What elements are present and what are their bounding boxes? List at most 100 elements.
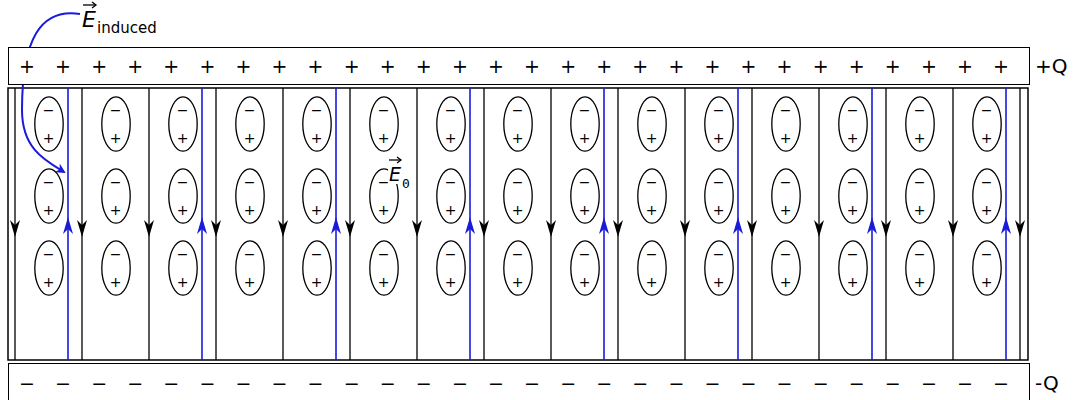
dipole-charge: + [43,203,55,217]
dipole-ellipse: −+ [101,96,131,152]
dipole-charge: − [177,247,189,261]
dipole-charge: + [244,203,256,217]
dipole-ellipse: −+ [235,96,265,152]
dipole-ellipse: −+ [168,96,198,152]
field-line [14,88,15,360]
capacitor-plate: + + + + + + + + + + + + + + + + + + + + … [8,47,1030,85]
dipole-charge: + [981,275,993,289]
field-symbol: E [388,165,402,184]
dipole-charge: + [43,275,55,289]
field-arrowhead [546,220,556,237]
dipole-charge: − [579,103,591,117]
dipole-charge: + [914,275,926,289]
dipole-charge: + [646,275,658,289]
dipole-charge: + [847,203,859,217]
dipole-charge: + [311,131,323,145]
dipole-charge: − [311,247,323,261]
dipole-charge: + [512,275,524,289]
dipole-charge: − [43,175,55,189]
dipole-charge: − [445,103,457,117]
induced-arrowhead [465,217,475,234]
dipole-charge: − [43,103,55,117]
dipole-charge: − [713,247,725,261]
dipole-ellipse: −+ [905,168,935,224]
dipole-ellipse: −+ [704,168,734,224]
field-arrowhead [412,220,422,237]
dipole-charge: − [43,247,55,261]
dipole-charge: + [981,131,993,145]
dipole-ellipse: −+ [771,96,801,152]
field-line [751,88,752,360]
dipole-ellipse: −+ [302,96,332,152]
dipole-charge: − [110,175,122,189]
field-arrowhead [278,220,288,237]
dipole-ellipse: −+ [369,240,399,296]
dipole-charge: − [244,103,256,117]
dipole-ellipse: −+ [771,168,801,224]
dipole-charge: − [512,103,524,117]
charge-label: -Q [1035,373,1059,393]
field-line [349,88,350,360]
dielectric-region [8,88,1028,360]
dipole-charge: − [512,247,524,261]
dipole-ellipse: −+ [302,240,332,296]
dipole-charge: − [177,175,189,189]
dipole-ellipse: −+ [637,96,667,152]
dipole-charge: + [579,275,591,289]
dipole-charge: − [780,175,792,189]
field-arrowhead [10,220,20,237]
dipole-charge: + [311,203,323,217]
dipole-charge: + [177,203,189,217]
dipole-charge: − [512,175,524,189]
field-arrowhead [747,220,757,237]
dipole-charge: + [110,203,122,217]
dipole-charge: − [378,103,390,117]
dipole-ellipse: −+ [168,240,198,296]
dipole-ellipse: −+ [838,168,868,224]
induced-arrowhead [599,217,609,234]
induced-arrowhead [1001,217,1011,234]
field-arrowhead [144,220,154,237]
dipole-ellipse: −+ [34,240,64,296]
field-line [684,88,685,360]
dipole-charge: − [646,247,658,261]
dipole-ellipse: −+ [436,168,466,224]
dipole-ellipse: −+ [34,168,64,224]
field-line [282,88,283,360]
dipole-ellipse: −+ [168,168,198,224]
dipole-ellipse: −+ [101,168,131,224]
dipole-charge: + [110,131,122,145]
dipole-ellipse: −+ [637,240,667,296]
induced-arrowhead [197,217,207,234]
dipole-charge: − [579,247,591,261]
dipole-ellipse: −+ [838,240,868,296]
dipole-charge: + [244,131,256,145]
dipole-charge: + [445,275,457,289]
field-line [416,88,417,360]
dipole-ellipse: −+ [570,168,600,224]
dipole-charge: + [378,131,390,145]
dipole-ellipse: −+ [503,168,533,224]
dipole-charge: − [914,247,926,261]
dipole-charge: + [847,275,859,289]
field-arrowhead [345,220,355,237]
dipole-ellipse: −+ [771,240,801,296]
dipole-charge: − [713,175,725,189]
field-line [1019,88,1020,360]
field-arrowhead [613,220,623,237]
dipole-charge: + [713,203,725,217]
field-line [952,88,953,360]
dipole-charge: + [110,275,122,289]
field-arrowhead [680,220,690,237]
induced-arrowhead [331,217,341,234]
field-arrowhead [1015,220,1025,237]
dipole-charge: − [981,103,993,117]
dipole-ellipse: −+ [235,240,265,296]
field-arrowhead [948,220,958,237]
dipole-charge: − [981,247,993,261]
dipole-charge: − [378,247,390,261]
dipole-ellipse: −+ [369,96,399,152]
dipole-charge: − [445,175,457,189]
dipole-charge: − [847,247,859,261]
dipole-ellipse: −+ [503,240,533,296]
